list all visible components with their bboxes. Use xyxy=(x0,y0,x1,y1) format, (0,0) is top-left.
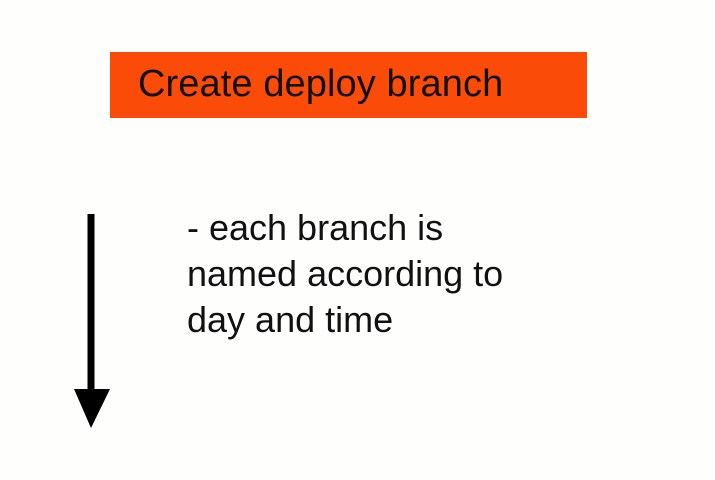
title-banner: Create deploy branch xyxy=(110,52,587,118)
arrow-shaft xyxy=(87,214,95,390)
down-arrow-icon xyxy=(70,214,114,434)
body-text-block: - each branch is named according to day … xyxy=(187,205,607,343)
body-line-2: named according to xyxy=(187,253,504,294)
slide-title: Create deploy branch xyxy=(138,63,504,106)
arrow-head xyxy=(74,389,110,428)
body-line-1: - each branch is xyxy=(187,207,444,248)
body-line-3: day and time xyxy=(187,299,394,340)
